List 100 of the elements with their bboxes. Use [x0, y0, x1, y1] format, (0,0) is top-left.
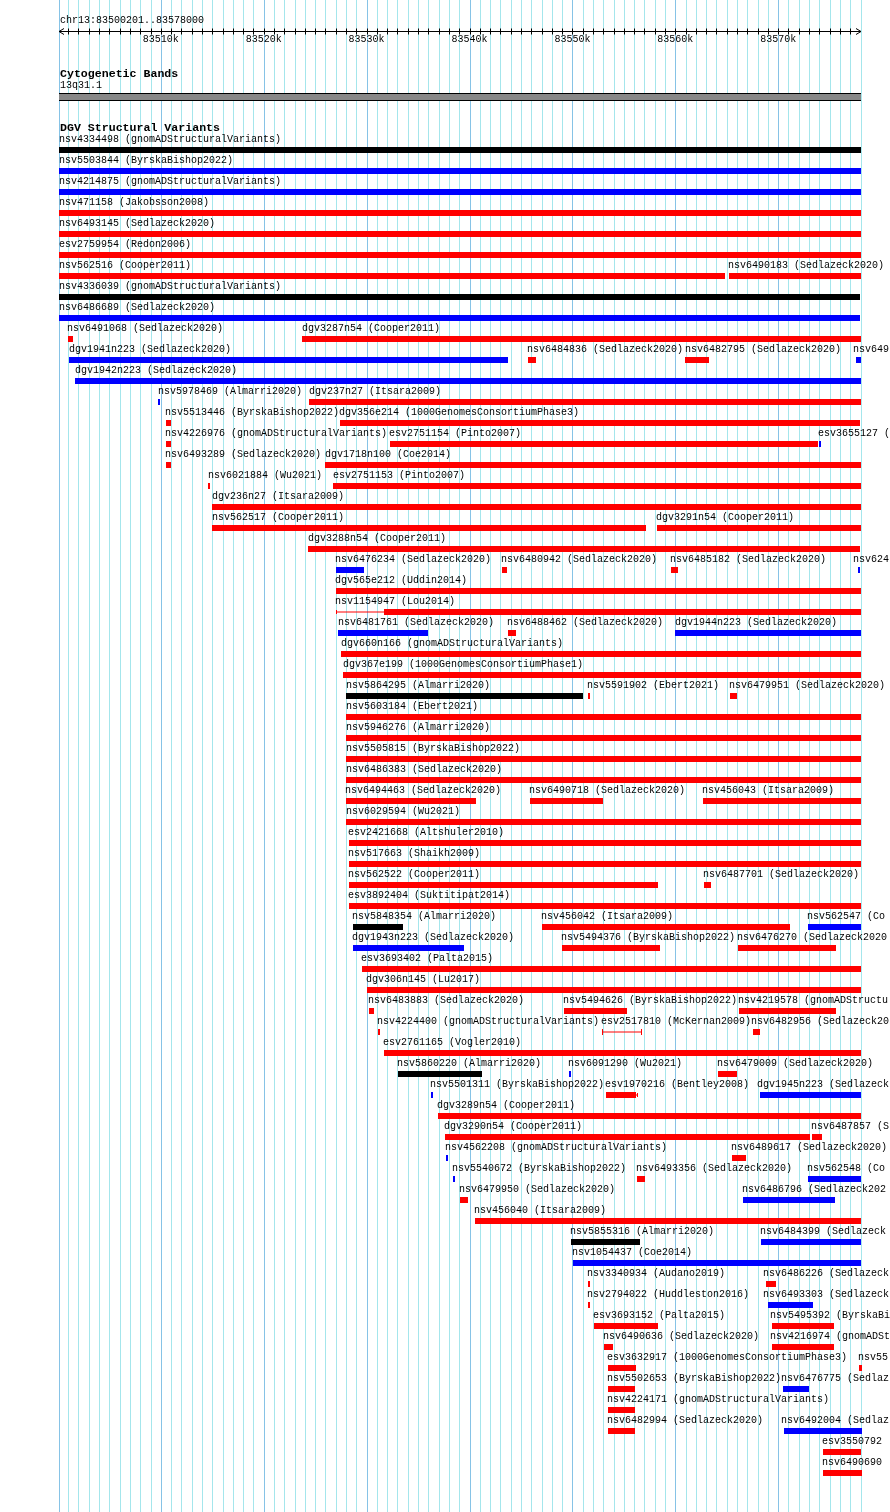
variant-label: nsv5864295 (Almarri2020) [346, 680, 491, 692]
variant-label: nsv5946276 (Almarri2020) [346, 722, 491, 734]
variant-label: nsv456043 (Itsara2009) [702, 785, 835, 797]
variant-label: nsv6493145 (Sedlazeck2020) [59, 218, 216, 230]
variant-label: nsv456040 (Itsara2009) [474, 1205, 607, 1217]
variant-label: nsv6486226 (Sedlazeck [763, 1268, 890, 1280]
variant-label: nsv6482956 (Sedlazeck20 [751, 1016, 890, 1028]
variant-label: nsv6486796 (Sedlazeck202 [742, 1184, 887, 1196]
variant-label: nsv6480942 (Sedlazeck2020) [501, 554, 658, 566]
variant-label: nsv6021884 (Wu2021) [208, 470, 323, 482]
variant-label: nsv6029594 (Wu2021) [346, 806, 461, 818]
variant-label: nsv5848354 (Almarri2020) [352, 911, 497, 923]
variant-label: nsv562547 (Co [807, 911, 885, 923]
variant-label: nsv456042 (Itsara2009) [541, 911, 674, 923]
track-title: DGV Structural Variants [60, 121, 221, 134]
variant-label: dgv1943n223 (Sedlazeck2020) [352, 932, 515, 944]
variant-label: nsv5495392 (ByrskaBi [770, 1310, 890, 1322]
variant-label: nsv6482994 (Sedlazeck2020) [607, 1415, 764, 1427]
variant-label: esv2751154 (Pinto2007) [389, 428, 522, 440]
variant-label: nsv5494626 (ByrskaBishop2022) [563, 995, 738, 1007]
axis-tick-label: 83550k [554, 34, 591, 46]
variant-label: dgv236n27 (Itsara2009) [212, 491, 345, 503]
variant-label: nsv6490718 (Sedlazeck2020) [529, 785, 686, 797]
variant-label: nsv5540672 (ByrskaBishop2022) [452, 1163, 627, 1175]
variant-label: nsv1054437 (Coe2014) [572, 1247, 693, 1259]
variant-label: nsv4562208 (gnomADStructuralVariants) [445, 1142, 668, 1154]
variant-label: nsv6494463 (Sedlazeck2020) [345, 785, 502, 797]
axis-tick-label: 83560k [657, 34, 694, 46]
variant-label: esv1970216 (Bentley2008) [605, 1079, 750, 1091]
track-title: Cytogenetic Bands [60, 67, 179, 81]
variant-label: dgv1942n223 (Sedlazeck2020) [75, 365, 238, 377]
location-label: chr13:83500201..83578000 [60, 15, 205, 27]
variant-label: nsv4216974 (gnomADSt [770, 1331, 890, 1343]
variant-label: nsv6491068 (Sedlazeck2020) [67, 323, 224, 335]
variant-label: esv3693402 (Palta2015) [361, 953, 494, 965]
variant-label: nsv4214875 (gnomADStructuralVariants) [59, 176, 282, 188]
variant-label: dgv3288n54 (Cooper2011) [308, 533, 447, 545]
variant-label: esv2759954 (Redon2006) [59, 239, 192, 251]
variant-label: esv2517810 (McKernan2009) [601, 1016, 752, 1028]
variant-label: nsv562517 (Cooper2011) [212, 512, 345, 524]
variant-label: dgv1944n223 (Sedlazeck2020) [675, 617, 838, 629]
variant-label: nsv5494376 (ByrskaBishop2022) [561, 932, 736, 944]
variant-label: nsv6493303 (Sedlazeck [763, 1289, 890, 1301]
variant-label: nsv6493356 (Sedlazeck2020) [636, 1163, 793, 1175]
variant-label: nsv6489617 (Sedlazeck2020) [731, 1142, 888, 1154]
variant-label: nsv562548 (Co [807, 1163, 885, 1175]
variant-label: dgv3291n54 (Cooper2011) [656, 512, 795, 524]
variant-label: esv2751153 (Pinto2007) [333, 470, 466, 482]
variant-label: nsv6484836 (Sedlazeck2020) [527, 344, 684, 356]
variant-label: dgv3289n54 (Cooper2011) [437, 1100, 576, 1112]
variant-label: dgv3287n54 (Cooper2011) [302, 323, 441, 335]
variant-label: nsv3340934 (Audano2019) [587, 1268, 726, 1280]
variant-label: nsv55 [858, 1352, 888, 1364]
variant-label: nsv471158 (Jakobsson2008) [59, 197, 210, 209]
variant-label: nsv562522 (Cooper2011) [348, 869, 481, 881]
variant-label: nsv6488462 (Sedlazeck2020) [507, 617, 664, 629]
variant-label: nsv5603184 (Ebert2021) [346, 701, 479, 713]
variant-label: nsv5513446 (ByrskaBishop2022) [165, 407, 340, 419]
variant-label: nsv6487857 (S [811, 1121, 889, 1133]
variant-label: nsv5860220 (Almarri2020) [397, 1058, 542, 1070]
variant-label: esv2761165 (Vogler2010) [383, 1037, 522, 1049]
variant-label: nsv649 [853, 344, 889, 356]
variant-label: nsv6483883 (Sedlazeck2020) [368, 995, 525, 1007]
variant-label: nsv517663 (Shaikh2009) [348, 848, 481, 860]
variant-label: nsv4336039 (gnomADStructuralVariants) [59, 281, 282, 293]
variant-label: nsv6484399 (Sedlazeck [760, 1226, 887, 1238]
variant-label: nsv6492004 (Sedlaz [781, 1415, 890, 1427]
variant-label: dgv1941n223 (Sedlazeck2020) [69, 344, 232, 356]
variant-label: nsv624 [853, 554, 889, 566]
variant-label: esv3655127 ( [818, 428, 890, 440]
variant-label: dgv3290n54 (Cooper2011) [444, 1121, 583, 1133]
variant-label: nsv6490690 [822, 1457, 882, 1469]
variant-label: esv2421668 (Altshuler2010) [348, 827, 505, 839]
axis-tick-label: 83510k [142, 34, 179, 46]
variant-label: nsv6476270 (Sedlazeck2020 [737, 932, 888, 944]
axis-tick-label: 83520k [245, 34, 282, 46]
variant-label: nsv6493289 (Sedlazeck2020) [165, 449, 322, 461]
variant-label: dgv565e212 (Uddin2014) [335, 575, 468, 587]
axis-tick-label: 83530k [348, 34, 385, 46]
variant-label: nsv4224171 (gnomADStructuralVariants) [607, 1394, 830, 1406]
variant-label: nsv5505815 (ByrskaBishop2022) [346, 743, 521, 755]
variant-label: dgv237n27 (Itsara2009) [309, 386, 442, 398]
variant-label: nsv2794022 (Huddleston2016) [587, 1289, 750, 1301]
axis-tick-label: 83540k [451, 34, 488, 46]
variant-label: nsv5591902 (Ebert2021) [587, 680, 720, 692]
variant-label: nsv1154947 (Lou2014) [335, 596, 456, 608]
variant-label: esv3632917 (1000GenomesConsortiumPhase3) [607, 1352, 848, 1364]
variant-label: dgv356e214 (1000GenomesConsortiumPhase3) [339, 407, 580, 419]
variant-label: nsv6479009 (Sedlazeck2020) [717, 1058, 874, 1070]
variant-label: dgv1718n100 (Coe2014) [325, 449, 452, 461]
variant-label: nsv6486383 (Sedlazeck2020) [346, 764, 503, 776]
variant-label: nsv5501311 (ByrskaBishop2022) [430, 1079, 605, 1091]
variant-label: dgv367e199 (1000GenomesConsortiumPhase1) [343, 659, 584, 671]
band-label: 13q31.1 [60, 80, 102, 92]
variant-label: nsv4224400 (gnomADStructuralVariants) [377, 1016, 600, 1028]
variant-label: esv3693152 (Palta2015) [593, 1310, 726, 1322]
variant-label: esv3892404 (Suktitipat2014) [348, 890, 511, 902]
variant-label: esv3550792 [822, 1436, 882, 1448]
variant-label: nsv6476234 (Sedlazeck2020) [335, 554, 492, 566]
variant-label: nsv5978469 (Almarri2020) [158, 386, 303, 398]
